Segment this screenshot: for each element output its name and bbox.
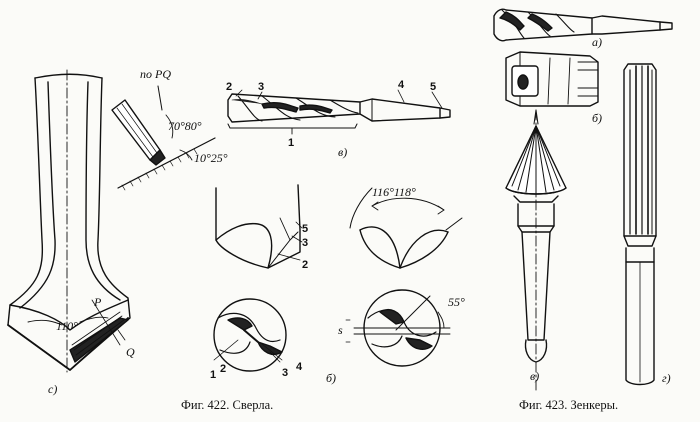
countersink-cone [505,109,567,391]
drill-tip-side-view [215,184,303,269]
label-num-3-bottom: 3 [282,367,288,379]
label-num-5-mid: 5 [302,223,308,235]
flat-drill-drawing [7,69,131,373]
label-num-5-top: 5 [430,81,436,93]
section-pq-detail [111,85,216,191]
label-num-1-bottom: 1 [210,369,216,381]
caption-fig-423: Фиг. 423. Зенкеры. [519,398,619,412]
label-angle-110: 110° [56,319,78,333]
label-b-1: б) [326,371,336,385]
label-423-a: а) [592,35,602,49]
label-num-4-top: 4 [398,79,405,91]
label-c: с) [48,382,57,396]
label-po-pq: по PQ [140,67,171,81]
countersink-long [623,63,657,386]
label-423-b: б) [592,111,602,125]
label-p: P [93,295,102,309]
label-angle-10-25: 10°25° [194,151,228,165]
drill-end-view-2 [345,289,451,367]
countersink-insert [505,51,599,107]
label-num-2-top: 2 [226,81,232,93]
caption-fig-422: Фиг. 422. Сверла. [181,398,274,412]
label-s: s [338,323,343,337]
label-num-3-top: 3 [258,81,264,93]
twist-drill-drawing [227,89,451,135]
drill-end-view-1 [213,298,287,372]
label-423-g: г) [662,371,671,385]
label-v: в) [338,145,347,159]
label-angle-55: 55° [448,295,465,309]
label-num-3-mid: 3 [302,237,308,249]
label-num-2-bottom: 2 [220,363,226,375]
countersink-taper-shank [493,8,673,42]
label-angle-116-118: 116°118° [372,185,416,199]
label-num-1-top: 1 [288,137,294,149]
label-423-v: в) [530,369,539,383]
label-angle-70-80: 70°80° [168,119,202,133]
drill-tip-angle-view [349,187,463,269]
label-q: Q [126,345,135,359]
label-num-4-bottom: 4 [296,361,303,373]
label-num-2-mid: 2 [302,259,308,271]
